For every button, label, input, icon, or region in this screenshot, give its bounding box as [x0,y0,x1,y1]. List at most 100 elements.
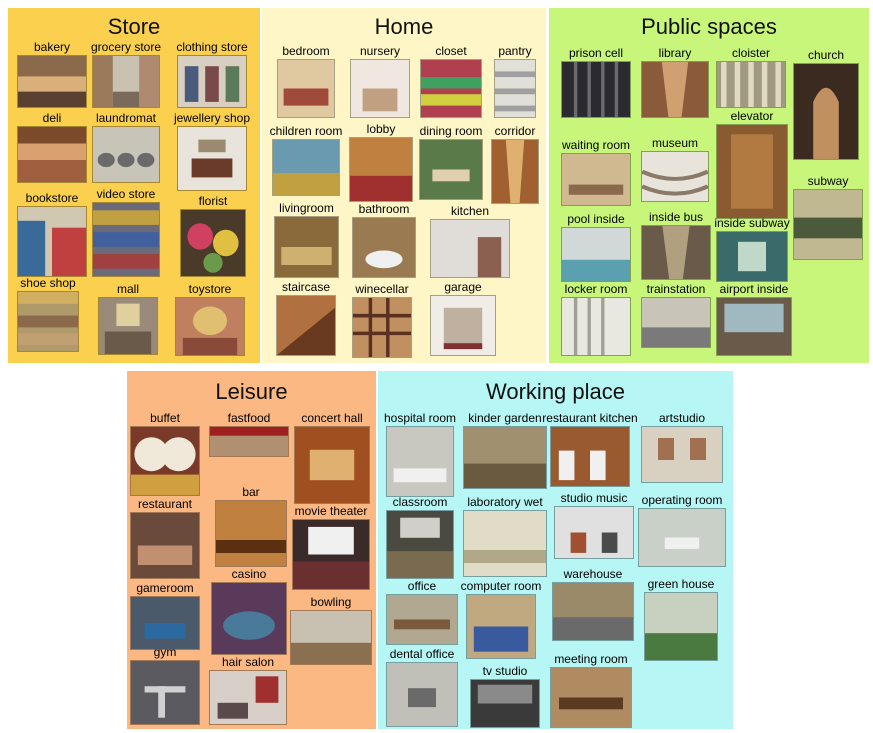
thumb-label: laboratory wet [467,495,543,509]
thumb-trainstation: trainstation [641,282,711,348]
thumb-concert-hall: concert hall [294,411,370,504]
panel-title: Home [374,14,434,39]
scene-image [17,55,87,108]
thumb-label: staircase [281,280,331,294]
thumb-winecellar: winecellar [352,282,412,358]
thumb-label: church [807,48,845,62]
scene-image [92,202,160,277]
scene-image [175,297,245,356]
scene-image [793,63,859,160]
thumb-buffet: buffet [130,411,200,496]
thumb-fastfood: fastfood [209,411,289,457]
thumb-nursery: nursery [350,44,410,118]
thumb-casino: casino [211,567,287,655]
thumb-waiting-room: waiting room [561,138,631,206]
scene-image [180,209,246,277]
scene-image [716,61,786,108]
thumb-toystore: toystore [175,282,245,356]
thumb-office: office [386,579,458,645]
scene-image [470,679,540,728]
thumb-restaurant: restaurant [130,497,200,579]
thumb-label: movie theater [294,504,368,518]
thumb-hair-salon: hair salon [209,655,287,725]
thumb-garage: garage [430,280,496,356]
thumb-children-room: children room [270,124,342,196]
panel-leisure: Leisure buffet fastfood concert hall bar… [127,371,376,729]
thumb-bowling: bowling [290,595,372,665]
thumb-locker-room: locker room [561,282,631,356]
scene-image [92,55,160,108]
thumb-label: museum [651,136,698,150]
scene-image [386,510,454,579]
scene-image [641,225,711,280]
thumb-label: garage [444,280,482,294]
thumb-label: hospital room [383,411,457,425]
scene-image [716,124,788,219]
thumb-label: library [658,46,692,60]
thumb-livingroom: livingroom [274,201,339,278]
scene-image [274,216,339,278]
thumb-green-house: green house [644,577,718,661]
thumb-church: church [793,48,859,160]
scene-image [386,662,458,727]
panel-title: Public spaces [641,14,777,39]
thumb-label: shoe shop [20,276,76,290]
panel-home: Home bedroom nursery closet pantry child… [262,8,546,363]
thumb-grocery-store: grocery store [91,40,161,108]
thumb-florist: florist [180,194,246,277]
thumb-label: dental office [389,647,455,661]
thumb-restaurant-kitchen: restaurant kitchen [542,411,638,487]
thumb-museum: museum [641,136,709,202]
scene-image [463,510,547,577]
thumb-label: children room [269,124,343,138]
thumb-pool-inside: pool inside [561,212,631,282]
thumb-label: studio music [560,491,628,505]
scene-image [292,519,370,590]
thumb-label: toystore [188,282,232,296]
scene-image [561,61,631,118]
thumb-laboratory-wet: laboratory wet [463,495,547,577]
thumb-label: locker room [564,282,628,296]
thumb-corridor: corridor [491,124,539,204]
thumb-label: restaurant kitchen [542,411,638,425]
scene-image [561,227,631,282]
thumb-clothing-store: clothing store [176,40,248,108]
thumb-shoe-shop: shoe shop [17,276,79,352]
thumb-label: closet [435,44,467,58]
thumb-deli: deli [17,111,87,183]
scene-image [276,295,336,356]
scene-image [130,512,200,579]
thumb-dining-room: dining room [419,124,483,200]
thumb-label: video store [96,187,156,201]
thumb-label: warehouse [563,567,623,581]
scene-image [290,610,372,665]
thumb-artstudio: artstudio [641,411,723,483]
scene-image [641,151,709,202]
thumb-meeting-room: meeting room [550,652,632,728]
thumb-label: clothing store [176,40,248,54]
thumb-laundromat: laundromat [92,111,160,183]
thumb-label: subway [807,174,849,188]
thumb-inside-bus: inside bus [641,210,711,280]
thumb-label: kinder garden [468,411,542,425]
thumb-label: green house [647,577,715,591]
scene-image [716,297,792,356]
scene-image [130,660,200,725]
thumb-label: bathroom [358,202,410,216]
thumb-label: winecellar [355,282,409,296]
thumb-staircase: staircase [276,280,336,356]
scene-image [352,297,412,358]
scene-image [494,59,536,118]
thumb-label: buffet [150,411,180,425]
thumb-airport-inside: airport inside [716,282,792,356]
scene-image [550,667,632,728]
scene-image [386,426,454,497]
thumb-label: waiting room [561,138,631,152]
thumb-gameroom: gameroom [130,581,200,650]
thumb-label: tv studio [482,664,528,678]
thumb-label: fastfood [227,411,271,425]
thumb-label: livingroom [279,201,334,215]
scene-image [130,596,200,650]
scene-image [177,55,247,108]
scene-image [419,139,483,200]
